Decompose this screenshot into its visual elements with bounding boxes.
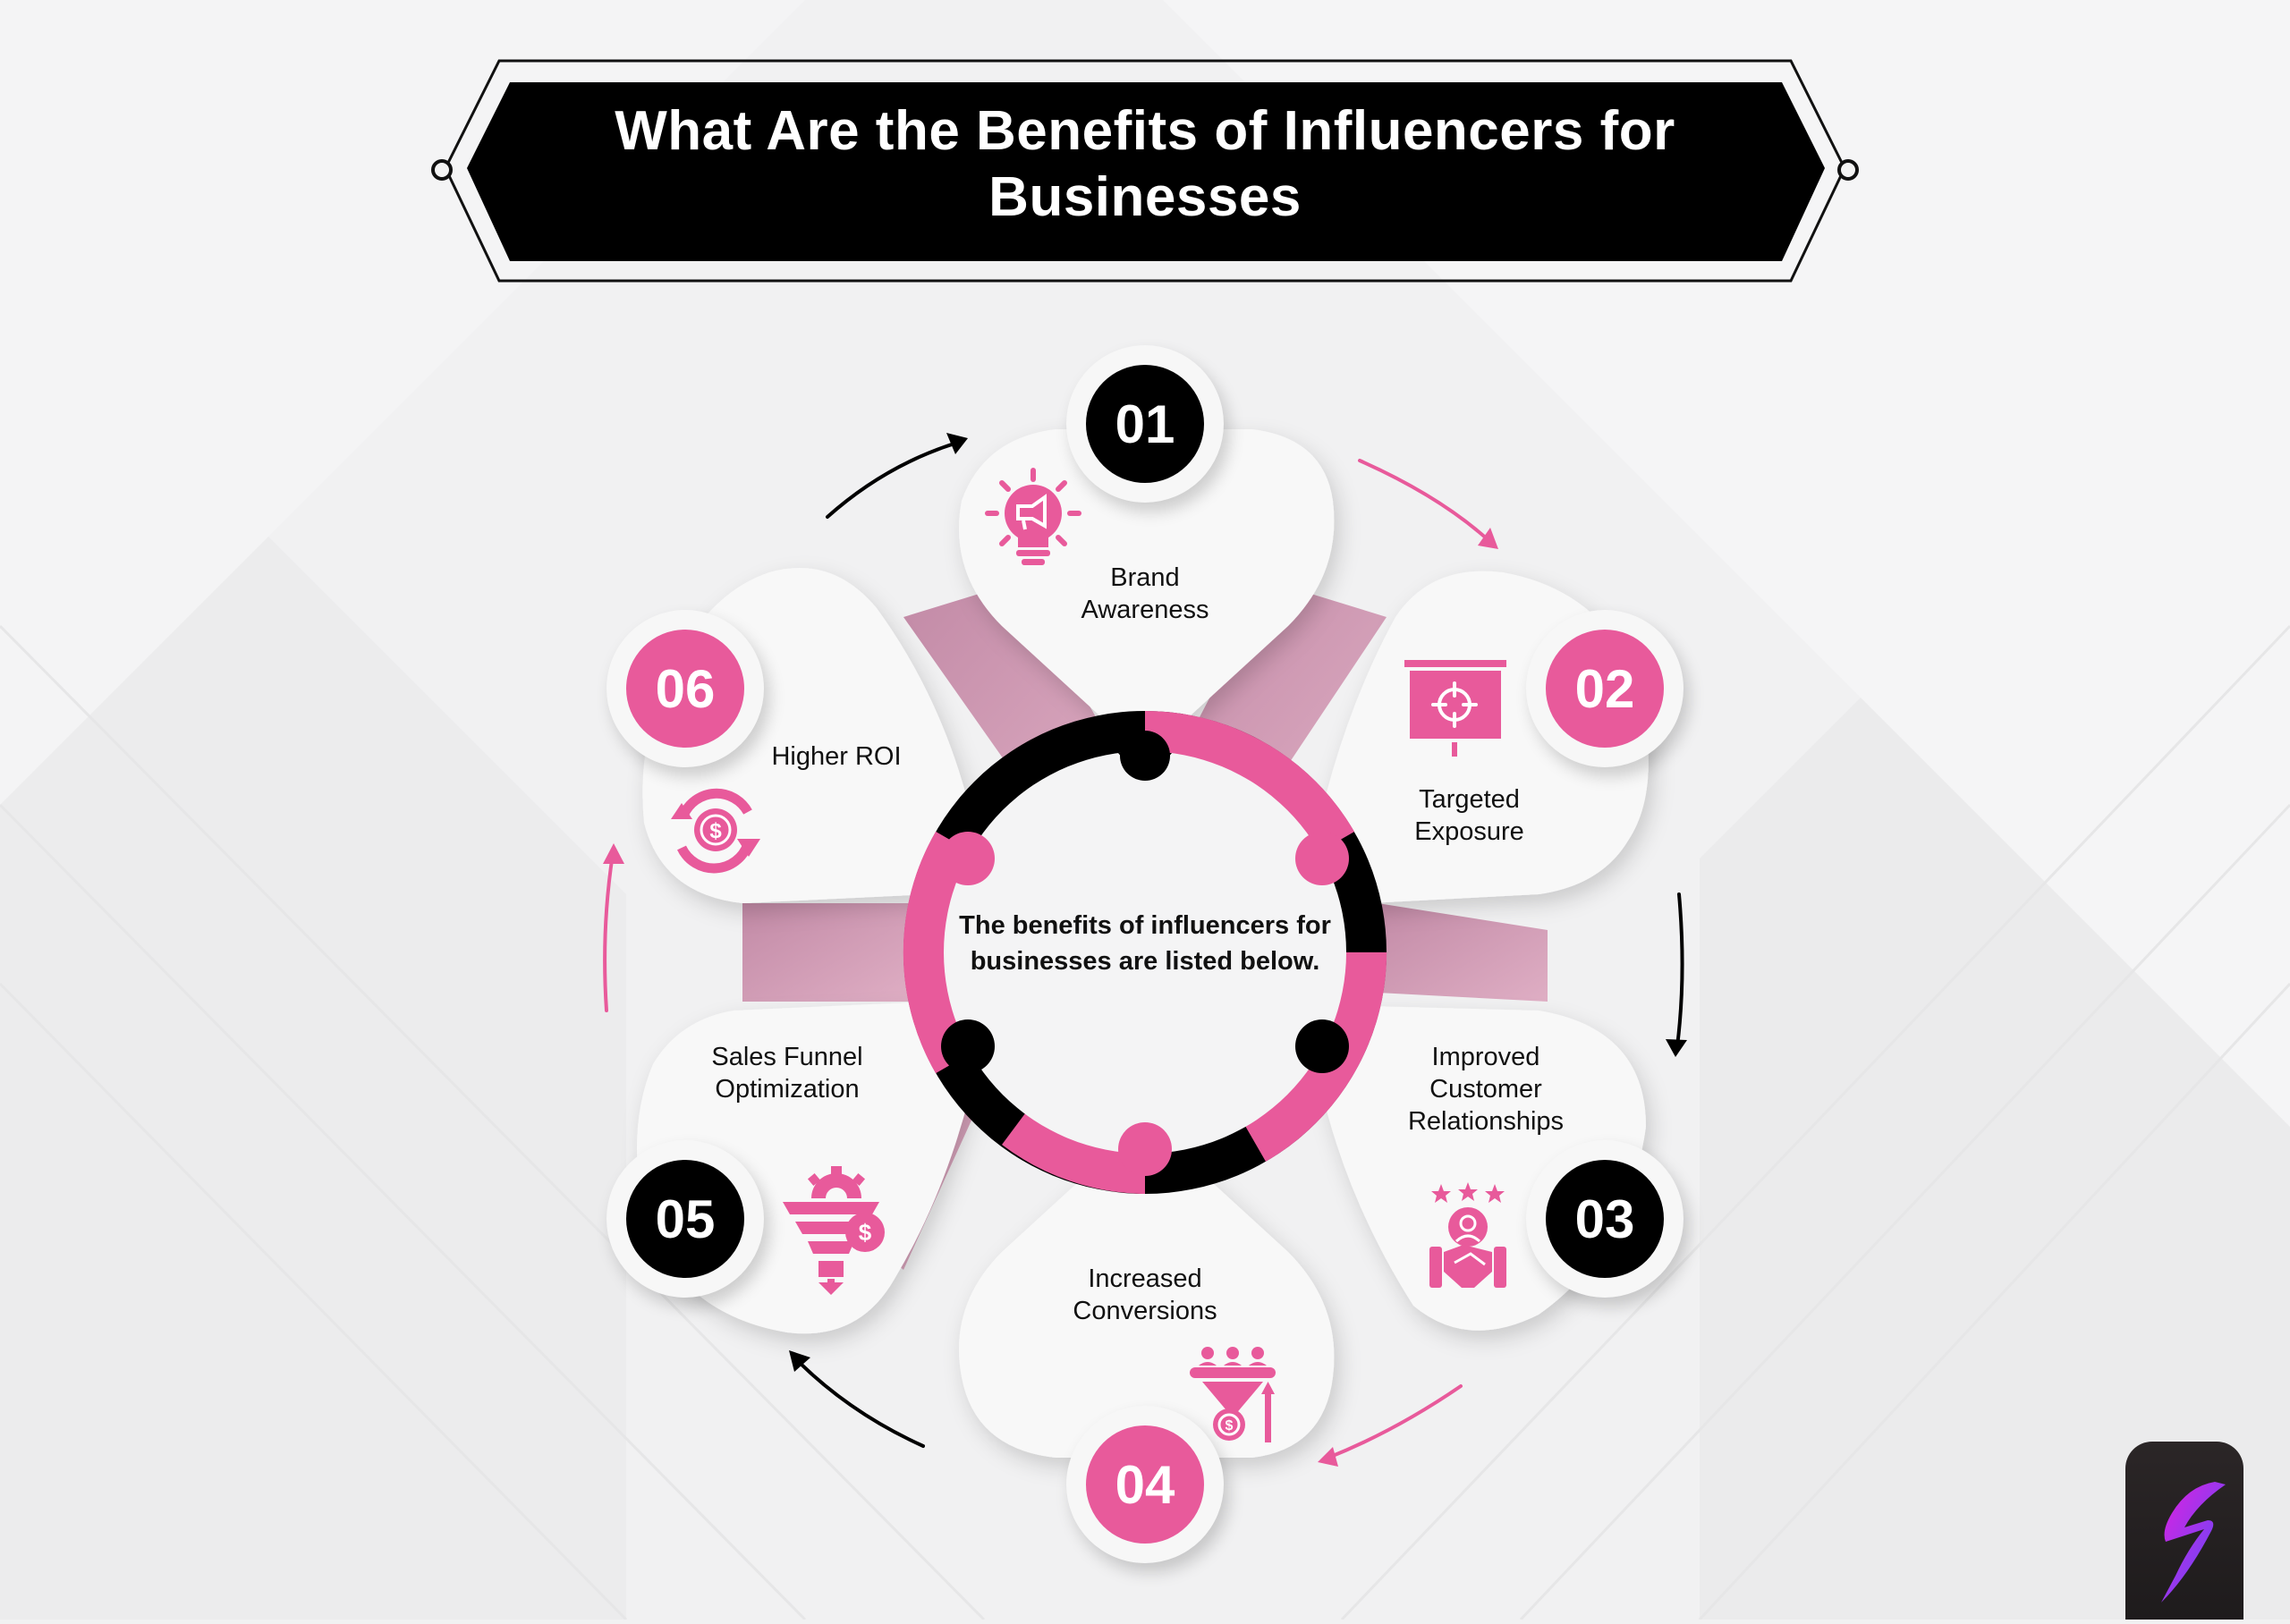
arrow-02-03: [1675, 892, 1684, 1048]
center-description: The benefits of influencers for business…: [959, 911, 1331, 976]
card-04: [959, 1140, 1335, 1458]
badge-01: 01: [1066, 345, 1224, 503]
page-title: What Are the Benefits of Influencers for…: [615, 100, 1675, 228]
arrow-01-02: [1358, 459, 1491, 543]
badge-04: 04: [1066, 1406, 1224, 1563]
handshake-rating-icon: [1429, 1182, 1506, 1288]
svg-text:$: $: [709, 819, 722, 843]
arrow-05-06: [603, 852, 615, 1012]
number-02: 02: [1546, 630, 1664, 748]
badge-06: 06: [606, 610, 764, 767]
arrow-04-05: [794, 1358, 925, 1448]
arrow-06-01: [826, 441, 959, 519]
conversion-funnel-icon: $: [1190, 1347, 1276, 1442]
center-ring: [903, 711, 1387, 1194]
money-cycle-icon: $: [671, 788, 760, 874]
label-01: Brand Awareness: [1081, 563, 1209, 624]
label-02: Targeted Exposure: [1414, 785, 1524, 846]
badge-02: 02: [1526, 610, 1684, 767]
label-04: Increased Conversions: [1073, 1265, 1217, 1325]
lightning-brush-logo: [2161, 1482, 2226, 1603]
svg-text:$: $: [859, 1219, 872, 1246]
arrow-03-04: [1327, 1384, 1463, 1459]
number-04: 04: [1086, 1425, 1204, 1544]
brand-logo: [2125, 1442, 2243, 1620]
funnel-gear-icon: $: [783, 1166, 885, 1295]
label-06: Higher ROI: [771, 742, 902, 771]
title-banner: [431, 59, 1859, 283]
label-03: Improved Customer Relationships: [1407, 1043, 1565, 1136]
svg-text:$: $: [1226, 1418, 1234, 1434]
target-board-icon: [1404, 660, 1506, 757]
lightbulb-megaphone-icon: [985, 468, 1081, 565]
badge-03: 03: [1526, 1140, 1684, 1298]
number-05: 05: [626, 1160, 744, 1278]
badge-05: 05: [606, 1140, 764, 1298]
label-05: Sales Funnel Optimization: [711, 1043, 863, 1104]
number-01: 01: [1086, 365, 1204, 483]
number-03: 03: [1546, 1160, 1664, 1278]
number-06: 06: [626, 630, 744, 748]
